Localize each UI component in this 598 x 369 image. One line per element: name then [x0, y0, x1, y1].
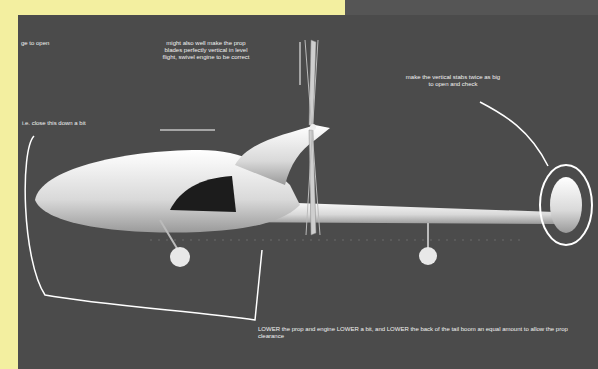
prop-hub [310, 124, 316, 130]
gear-strut [160, 220, 178, 250]
canopy [170, 176, 236, 212]
highlight-circle [540, 165, 592, 245]
prop-blade-tilted [305, 40, 320, 235]
prop-blade-tilted [306, 40, 318, 235]
annotation-note: might also well make the prop blades per… [160, 40, 252, 61]
ground-line [150, 240, 520, 241]
annotation-note: LOWER the prop and engine LOWER a bit, a… [258, 326, 592, 340]
annotation-note: ge to open [21, 40, 81, 47]
annotation-note: i.e. close this down a bit [22, 120, 158, 127]
wheel [170, 247, 190, 267]
leader-line [480, 102, 548, 166]
vertical-stab [550, 177, 582, 233]
panel-strip [345, 0, 598, 15]
panel [18, 15, 598, 369]
bracket-outline [25, 136, 262, 320]
wheel [419, 247, 437, 265]
annotation-note: make the vertical stabs twice as big to … [405, 74, 501, 88]
prop-blade [309, 130, 316, 235]
leader-line [160, 129, 215, 130]
leader-line [300, 42, 301, 85]
gear-strut [427, 223, 429, 248]
